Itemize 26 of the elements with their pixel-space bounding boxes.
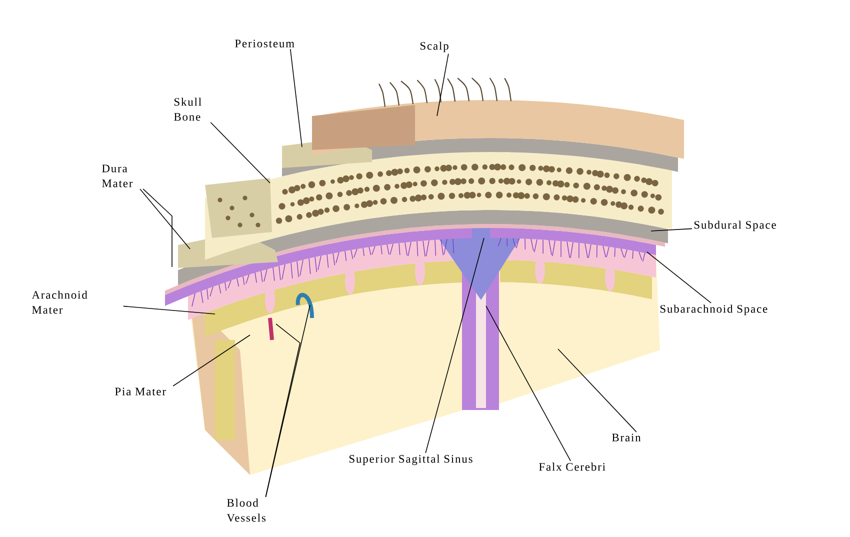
leader-line <box>425 238 484 454</box>
part-label: Falx Cerebri <box>539 462 606 471</box>
leader-line <box>436 53 449 116</box>
part-label: Periosteum <box>235 40 294 48</box>
leader-line <box>172 334 250 386</box>
leader-line <box>558 348 637 432</box>
part-label: Subdural Space <box>694 220 776 232</box>
part-label: Skull Bone <box>174 98 202 121</box>
leader-line <box>140 188 190 250</box>
leader-line <box>210 122 270 184</box>
part-label: Superior Sagittal Sinus <box>349 454 472 466</box>
part-label: Pia Mater <box>115 388 166 396</box>
leader-line <box>142 188 172 268</box>
leader-line <box>290 48 302 148</box>
leader-line <box>650 228 692 232</box>
part-label: Arachnoid Mater <box>32 290 88 314</box>
leader-line <box>265 324 300 498</box>
leader-line <box>486 306 571 462</box>
part-label: Subarachnoid Space <box>660 304 768 316</box>
leader-line <box>123 306 216 314</box>
part-label: Scalp <box>420 42 448 52</box>
part-label: Dura Mater <box>102 164 133 188</box>
leader-line <box>265 304 310 498</box>
leader-line <box>646 252 712 304</box>
part-label: Brain <box>612 434 641 442</box>
part-label: Blood Vessels <box>226 498 266 522</box>
